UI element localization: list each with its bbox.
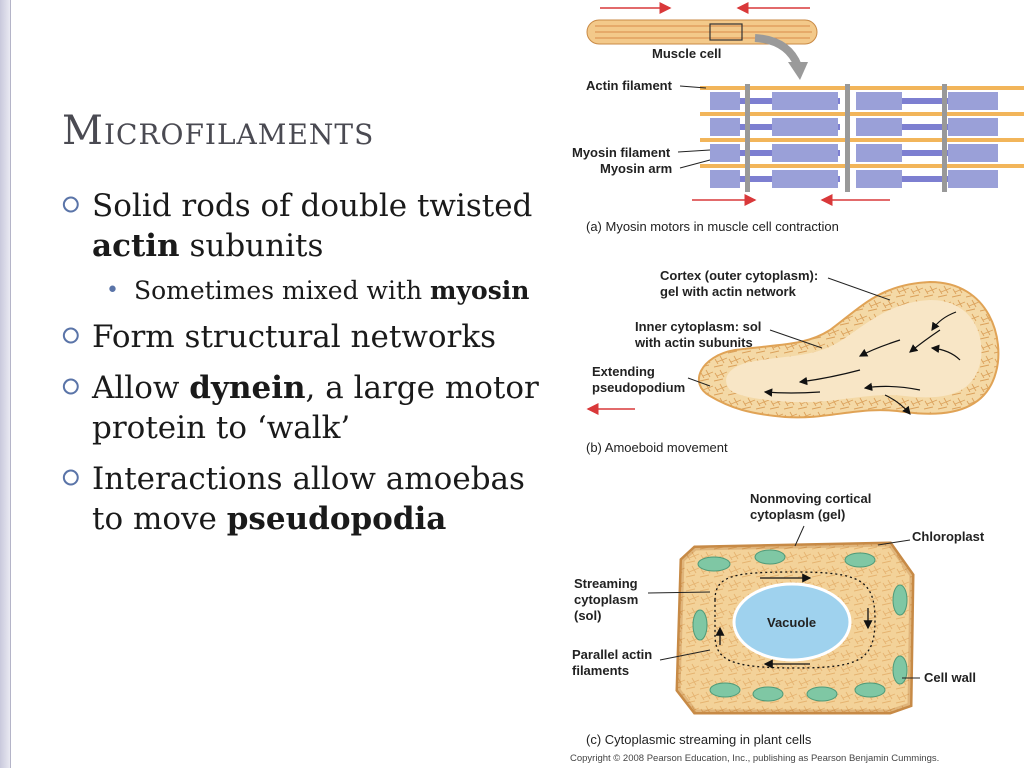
bullet-text: , a large motor protein to ‘walk’ — [92, 370, 539, 446]
label-streaming: Streaming — [574, 576, 638, 591]
bullet-bold-term: pseudopodia — [226, 501, 447, 537]
bullet-circle-icon: ⭘ — [62, 466, 80, 491]
bullet-dot-icon: • — [106, 278, 119, 303]
bullet-text: Solid rods of double twisted — [92, 188, 533, 224]
zoom-box — [709, 23, 743, 41]
label-nonmoving: Nonmoving cortical — [750, 491, 871, 506]
streaming-arrows — [715, 573, 873, 669]
label-actin-filament: Actin filament — [586, 78, 673, 93]
amoeba-inner-sol — [726, 300, 982, 403]
bullet-item: ⭘ Interactions allow amoebas to move pse… — [62, 459, 552, 539]
label-chloroplast: Chloroplast — [912, 529, 985, 544]
label-pseudopodium: pseudopodium — [592, 380, 685, 395]
bullet-item: ⭘ Solid rods of double twisted actin sub… — [62, 186, 552, 266]
label-nonmoving-detail: cytoplasm (gel) — [750, 507, 845, 522]
bullet-bold-term: dynein — [189, 370, 306, 406]
label-streaming-cytoplasm: cytoplasm — [574, 592, 638, 607]
bullet-circle-icon: ⭘ — [62, 324, 80, 349]
bullet-text: Interactions allow amoebas to move — [92, 461, 525, 537]
streaming-path — [714, 571, 876, 669]
label-cortex: Cortex (outer cytoplasm): — [660, 268, 818, 283]
label-vacuole: Vacuole — [767, 615, 816, 630]
bullet-bold-term: actin — [92, 228, 180, 264]
label-cell-wall: Cell wall — [924, 670, 976, 685]
bullet-circle-icon: ⭘ — [62, 193, 80, 218]
caption-panel-c: (c) Cytoplasmic streaming in plant cells — [586, 732, 812, 747]
bullet-item: ⭘ Allow dynein, a large motor protein to… — [62, 368, 552, 448]
pointer-chloroplast — [877, 539, 911, 546]
label-filaments: filaments — [572, 663, 629, 678]
panel-a-muscle: Muscle cell — [572, 2, 1024, 234]
bullet-list: ⭘ Solid rods of double twisted actin sub… — [62, 186, 552, 550]
panel-b-amoeba: Cortex (outer cytoplasm): gel with actin… — [586, 268, 1000, 455]
sub-bullet-text: Sometimes mixed with — [134, 276, 431, 305]
slide-left-decor-bar — [0, 0, 11, 768]
copyright-notice: Copyright © 2008 Pearson Education, Inc.… — [570, 753, 939, 764]
label-inner-detail: with actin subunits — [634, 335, 753, 350]
sarcomere-diagram — [677, 84, 1024, 192]
bullet-item: ⭘ Form structural networks — [62, 317, 552, 357]
label-cortex-detail: gel with actin network — [660, 284, 797, 299]
pointer-streaming — [647, 591, 711, 594]
figure-svg: Muscle cell — [570, 2, 1024, 764]
label-extending: Extending — [592, 364, 655, 379]
label-parallel-actin: Parallel actin — [572, 647, 652, 662]
bullet-text: Allow — [92, 370, 190, 406]
label-muscle-cell: Muscle cell — [652, 46, 721, 61]
sub-bullet-bold-term: myosin — [430, 276, 530, 305]
caption-panel-a: (a) Myosin motors in muscle cell contrac… — [586, 219, 839, 234]
slide-title: Microfilaments — [62, 108, 375, 154]
pointer-actin — [659, 649, 711, 661]
zoom-arrow — [754, 34, 802, 68]
chloroplasts — [692, 549, 908, 702]
vacuole — [732, 582, 852, 662]
label-inner-cytoplasm: Inner cytoplasm: sol — [635, 319, 761, 334]
label-streaming-sol: (sol) — [574, 608, 601, 623]
panel-c-plant-cell: Nonmoving cortical cytoplasm (gel) Chlor… — [572, 491, 985, 747]
cytoplasm-flow-arrows — [763, 311, 961, 415]
label-myosin-arm: Myosin arm — [600, 161, 672, 176]
pointer-nonmoving — [794, 525, 805, 547]
bullet-text: subunits — [179, 228, 324, 264]
caption-panel-b: (b) Amoeboid movement — [586, 440, 728, 455]
bullet-text: Form structural networks — [92, 319, 497, 355]
biology-figure: Muscle cell — [560, 0, 1024, 768]
bullet-circle-icon: ⭘ — [62, 375, 80, 400]
label-myosin-filament: Myosin filament — [572, 145, 671, 160]
sub-bullet-item: • Sometimes mixed with myosin — [62, 275, 552, 307]
